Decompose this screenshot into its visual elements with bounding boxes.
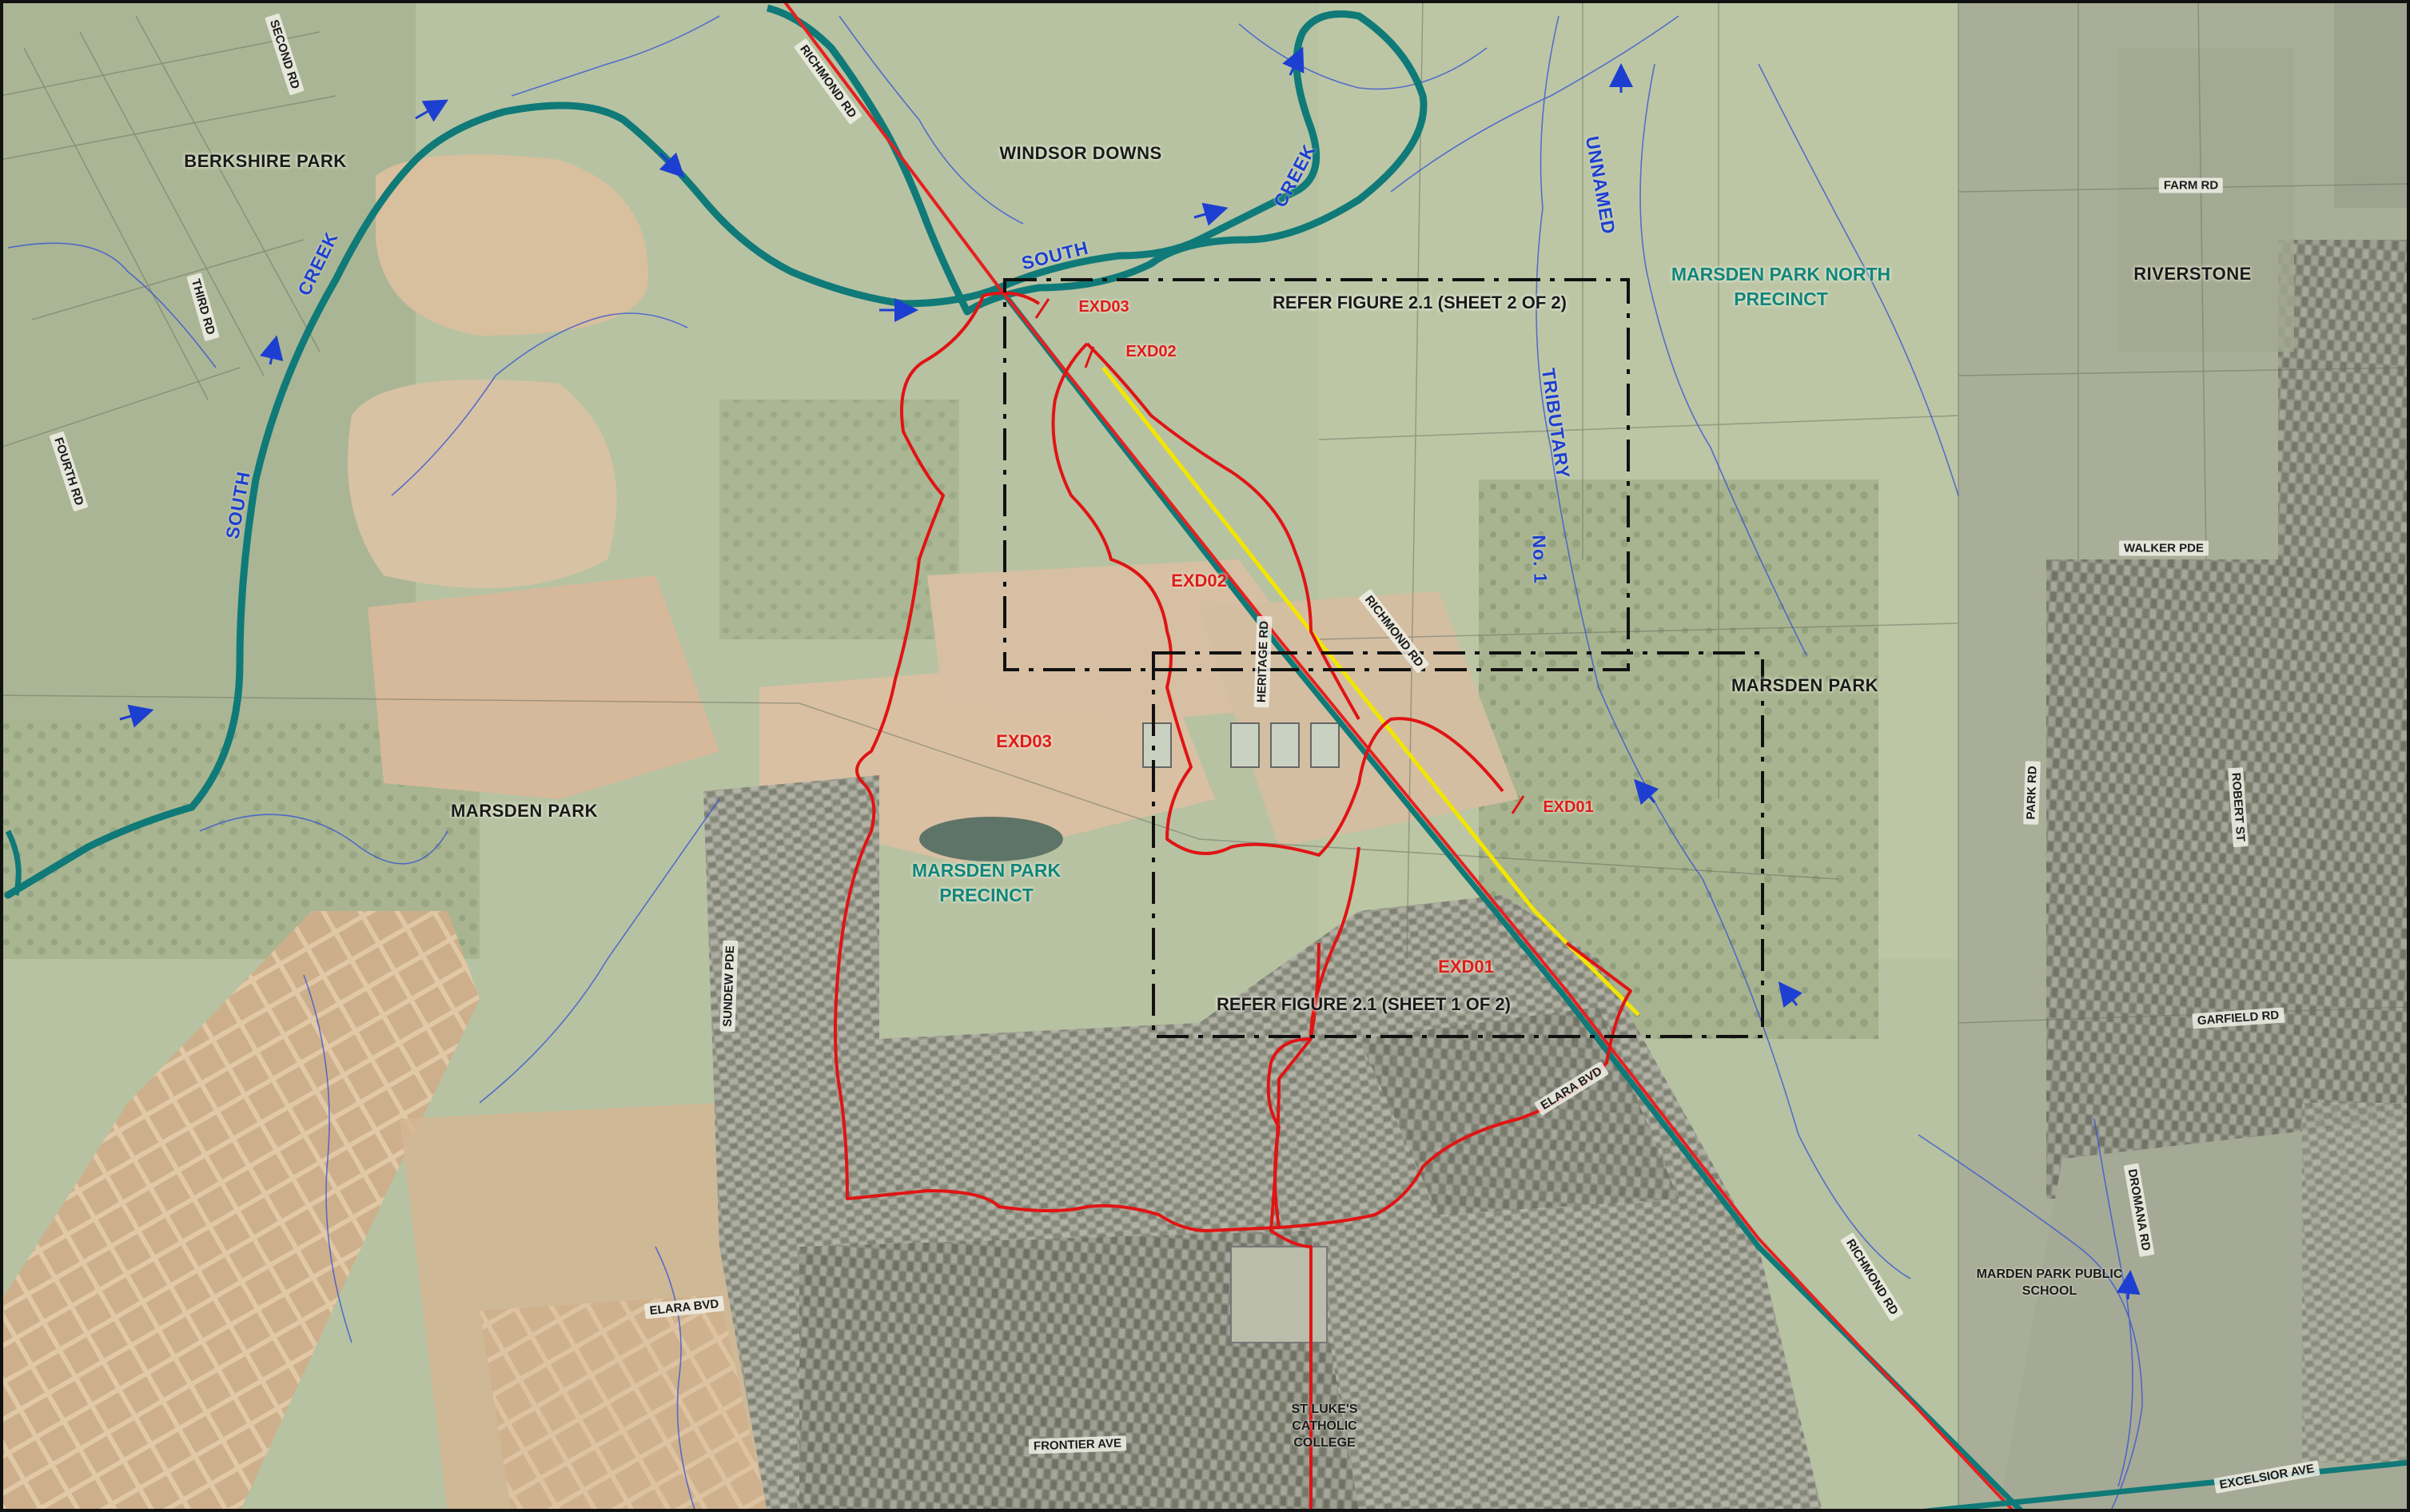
road-sundew-pde: SUNDEW PDE	[719, 940, 739, 1033]
catchment-exd03-label: EXD03	[996, 731, 1052, 751]
exd02-boundary	[1051, 342, 1504, 857]
outlet-exd02-label: EXD02	[1125, 343, 1177, 360]
place-berkshire-park: BERKSHIRE PARK	[184, 151, 347, 171]
flow-arrow-icon	[119, 704, 154, 728]
flow-arrow-icon	[1193, 202, 1229, 226]
exd01-boundary	[1269, 846, 1360, 1512]
refer-sheet1-frame	[1152, 651, 1764, 1038]
school-st-lukes: ST LUKE'S CATHOLIC COLLEGE	[1291, 1402, 1358, 1450]
outlet-exd03-label: EXD03	[1078, 298, 1129, 316]
road-park-rd: PARK RD	[2023, 761, 2041, 825]
flow-arrow-icon	[2116, 1270, 2141, 1300]
catchment-exd01-label: EXD01	[1438, 957, 1494, 977]
school-marden-park-public: MARDEN PARK PUBLIC SCHOOL	[1976, 1267, 2123, 1298]
flow-arrow-icon	[1778, 981, 1803, 1009]
place-marsden-park-east: MARSDEN PARK	[1731, 675, 1879, 695]
place-marsden-park-west: MARSDEN PARK	[450, 801, 599, 821]
highlight-corridor-line	[1101, 366, 1640, 1017]
refer-sheet1-label: REFER FIGURE 2.1 (SHEET 1 OF 2)	[1217, 994, 1511, 1014]
place-riverstone: RIVERSTONE	[2133, 264, 2252, 284]
flow-arrow-icon	[1282, 46, 1305, 76]
place-windsor-downs: WINDSOR DOWNS	[999, 143, 1162, 163]
outlet-marker-icon	[1511, 795, 1525, 814]
flow-arrow-icon	[1634, 778, 1659, 806]
outlet-marker-icon	[1084, 346, 1095, 368]
precinct-marsden-park-north: MARSDEN PARK NORTH PRECINCT	[1671, 263, 1891, 309]
road-heritage-rd: HERITAGE RD	[1253, 615, 1273, 708]
exd03-boundary	[834, 291, 1312, 1232]
outlet-marker-icon	[1034, 298, 1050, 319]
catchment-exd02-label: EXD02	[1171, 571, 1227, 591]
road-farm-rd: FARM RD	[2158, 177, 2224, 193]
flow-arrow-icon	[415, 99, 449, 122]
richmond-road-line	[782, 0, 2016, 1512]
outlet-exd01-label: EXD01	[1543, 798, 1594, 816]
refer-sheet2-label: REFER FIGURE 2.1 (SHEET 2 OF 2)	[1273, 292, 1567, 312]
road-walker-pde: WALKER PDE	[2118, 540, 2209, 556]
flow-arrow-icon	[260, 335, 284, 365]
rail-corridor-line	[997, 285, 2025, 1512]
south-creek-line	[4, 10, 1428, 899]
precinct-marsden-park: MARSDEN PARK PRECINCT	[911, 859, 1062, 905]
refer-sheet2-frame	[1003, 278, 1630, 671]
tributary-label-3: No. 1	[1528, 534, 1552, 585]
flow-arrow-icon	[659, 152, 685, 178]
